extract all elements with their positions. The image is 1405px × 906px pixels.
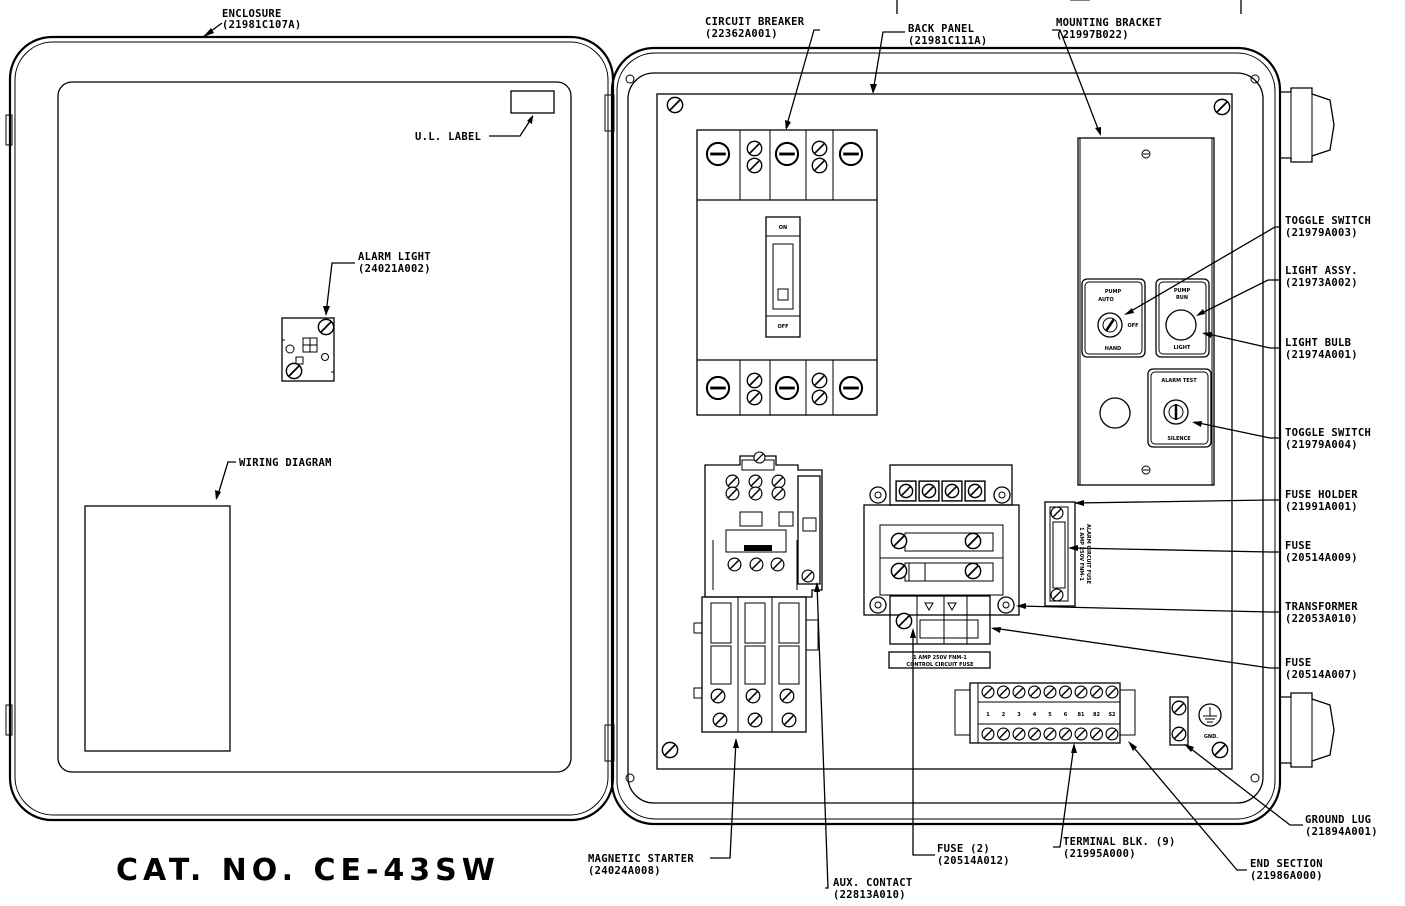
toggle-switch-2-label: TOGGLE SWITCH(21979A004) bbox=[1285, 427, 1371, 451]
gnd-text: GND. bbox=[1204, 734, 1218, 740]
terminal-screw bbox=[1089, 685, 1104, 699]
terminal-screw bbox=[981, 727, 995, 741]
mounting-bracket-component bbox=[1052, 29, 1215, 486]
ul-label-label: U.L. LABEL bbox=[415, 131, 481, 143]
mounting-bracket-label: MOUNTING BRACKET(21997B022) bbox=[1056, 17, 1162, 41]
terminal-number: 4 bbox=[1033, 712, 1037, 718]
toggle-switch-1-label: TOGGLE SWITCH(21979A003) bbox=[1285, 215, 1371, 239]
terminal-screw bbox=[996, 727, 1011, 741]
switch2-bottom-text: SILENCE bbox=[1167, 436, 1191, 442]
fuse-2-label: FUSE(20514A007) bbox=[1285, 657, 1358, 681]
terminal-screw bbox=[981, 685, 995, 699]
switch1-top-text: PUMP bbox=[1105, 289, 1122, 295]
breaker-on-text: ON bbox=[779, 225, 787, 231]
wiring-diagram-label: WIRING DIAGRAM bbox=[239, 457, 332, 469]
terminal-screw bbox=[996, 685, 1011, 699]
back-panel-label: BACK PANEL(21981C111A) bbox=[908, 23, 987, 47]
fuse-1-label: FUSE(20514A009) bbox=[1285, 540, 1358, 564]
switch1-auto-text: AUTO bbox=[1098, 297, 1113, 303]
fuse-holder-label: FUSE HOLDER(21991A001) bbox=[1285, 489, 1358, 513]
terminal-number: 5 bbox=[1048, 712, 1052, 718]
light-bottom-text: LIGHT bbox=[1174, 345, 1191, 351]
top-title-box-edge bbox=[896, 0, 1242, 14]
terminal-number: 1 bbox=[986, 712, 990, 718]
circuit-breaker-component: ON OFF bbox=[696, 29, 878, 416]
alarm-light-component bbox=[281, 262, 355, 382]
terminal-number: 3 bbox=[1017, 712, 1021, 718]
toggle-switch-2-component: ALARM TEST SILENCE bbox=[1147, 368, 1212, 448]
terminal-screw bbox=[1105, 685, 1119, 699]
terminal-number: 82 bbox=[1093, 712, 1100, 718]
terminal-screw bbox=[1074, 685, 1088, 699]
terminal-screw bbox=[1105, 727, 1119, 741]
breaker-off-text: OFF bbox=[777, 324, 788, 330]
terminal-screw bbox=[1027, 727, 1042, 741]
ul-label bbox=[489, 90, 555, 137]
fuse-3-label: FUSE (2)(20514A012) bbox=[937, 843, 1010, 867]
terminal-screw bbox=[1043, 727, 1057, 741]
light-assy-component: PUMP RUN LIGHT bbox=[1155, 278, 1210, 358]
enclosure-body bbox=[610, 46, 1335, 826]
terminal-number: 2 bbox=[1002, 712, 1006, 718]
enclosure-door bbox=[5, 22, 615, 822]
transformer-label: TRANSFORMER(22053A010) bbox=[1285, 601, 1358, 625]
wiring-diagram-pocket bbox=[84, 461, 236, 752]
transformer-component: 1 AMP 250V FNM-1 CONTROL CIRCUIT FUSE bbox=[863, 464, 1020, 856]
magnetic-starter-label: MAGNETIC STARTER(24024A008) bbox=[588, 853, 694, 877]
terminal-screw bbox=[1089, 727, 1104, 741]
switch2-top-text: ALARM TEST bbox=[1161, 378, 1197, 384]
terminal-screw bbox=[1043, 685, 1057, 699]
end-section-label: END SECTION(21986A000) bbox=[1250, 858, 1323, 882]
terminal-screw bbox=[1012, 727, 1026, 741]
switch1-hand-text: HAND bbox=[1105, 346, 1121, 352]
ground-lug-component: GND. bbox=[1169, 696, 1222, 746]
ground-lug-label: GROUND LUG(21894A001) bbox=[1305, 814, 1378, 838]
light-run-text: RUN bbox=[1176, 295, 1188, 301]
terminal-block-component: 1 2 3 4 5 6 81 82 S2 bbox=[954, 682, 1136, 744]
light-bulb-label: LIGHT BULB(21974A001) bbox=[1285, 337, 1358, 361]
enclosure-label: ENCLOSURE(21981C107A) bbox=[222, 8, 301, 31]
terminal-number: 81 bbox=[1078, 712, 1085, 718]
fuse-holder-component: 1 AMP 250V FNM-1 ALARM CIRCUIT FUSE bbox=[1044, 501, 1091, 607]
alarm-light-label: ALARM LIGHT(24021A002) bbox=[358, 251, 431, 275]
holder-tag-1-text: 1 AMP 250V FNM-1 bbox=[1078, 527, 1084, 581]
holder-tag-2-text: ALARM CIRCUIT FUSE bbox=[1085, 524, 1091, 585]
terminal-screw bbox=[1027, 685, 1042, 699]
light-top-text: PUMP bbox=[1174, 288, 1191, 294]
terminal-number: 6 bbox=[1064, 712, 1068, 718]
terminal-screw bbox=[1058, 727, 1073, 741]
callout-labels: ENCLOSURE(21981C107A) U.L. LABEL ALARM L… bbox=[222, 8, 1378, 901]
terminal-block-label: TERMINAL BLK. (9)(21995A000) bbox=[1063, 836, 1176, 860]
terminal-number: S2 bbox=[1108, 712, 1116, 718]
leader-lines bbox=[991, 226, 1303, 871]
terminal-screw bbox=[1012, 685, 1026, 699]
fuse-tag-1-text: 1 AMP 250V FNM-1 bbox=[913, 655, 967, 661]
magnetic-starter-component bbox=[693, 451, 829, 889]
light-assy-label: LIGHT ASSY.(21973A002) bbox=[1285, 265, 1358, 289]
circuit-breaker-label: CIRCUIT BREAKER(22362A001) bbox=[705, 16, 805, 40]
fuse-tag-2-text: CONTROL CIRCUIT FUSE bbox=[906, 662, 974, 668]
switch1-off-text: OFF bbox=[1127, 323, 1138, 329]
terminal-screw bbox=[1058, 685, 1073, 699]
back-panel bbox=[656, 31, 1233, 770]
toggle-switch-1-component: PUMP AUTO OFF HAND bbox=[1081, 278, 1146, 358]
terminal-screw bbox=[1074, 727, 1088, 741]
aux-contact-label: AUX. CONTACT(22813A010) bbox=[833, 877, 912, 901]
catalog-number: CAT. NO. CE-43SW bbox=[116, 853, 500, 888]
